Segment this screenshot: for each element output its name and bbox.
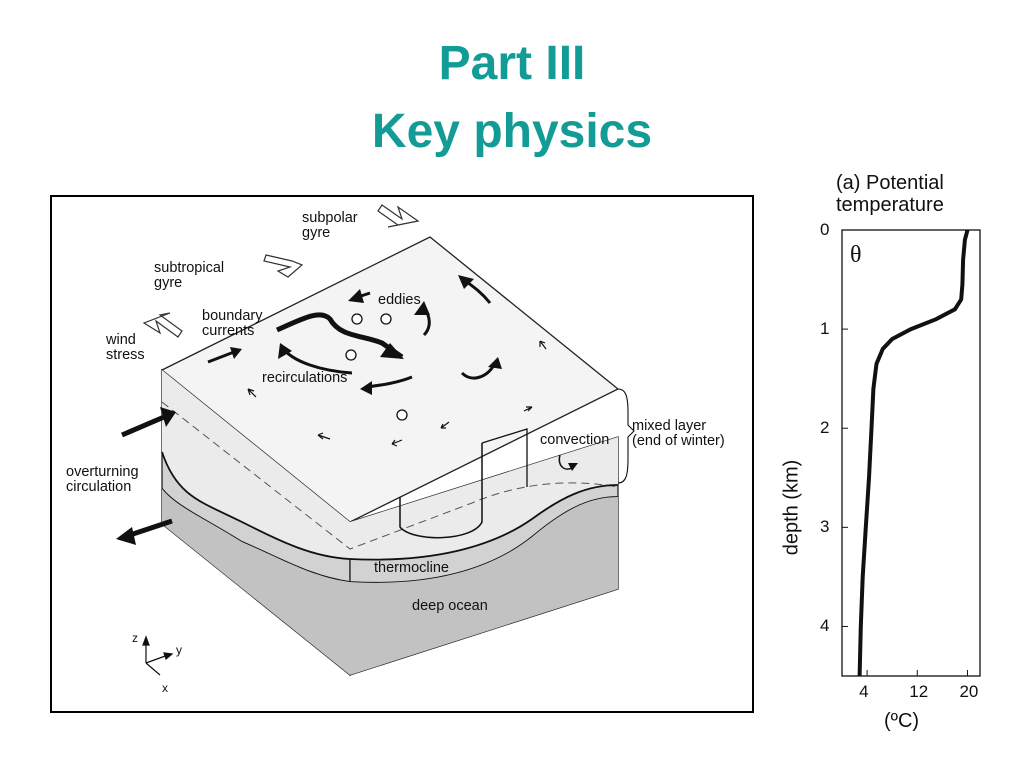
recirculation-arrow-2-head: [360, 381, 372, 395]
label-axis-x: x: [162, 681, 168, 695]
label-mixed-layer: mixed layer (end of winter): [632, 418, 725, 449]
ocean-schematic-frame: subpolar gyre subtropical gyre wind stre…: [50, 195, 754, 713]
y-tick-label: 4: [820, 616, 830, 636]
mixed-layer-brace: [617, 388, 635, 484]
label-wind-stress: wind stress: [106, 332, 145, 363]
profile-xlabel: (ºC): [884, 710, 920, 732]
eddy-circle-4: [396, 409, 408, 421]
thermocline-upper: [161, 451, 619, 561]
convection-chimney: [399, 443, 483, 539]
label-convection: convection: [540, 432, 610, 448]
y-tick-label: 1: [820, 319, 830, 339]
label-subtropical-gyre: subtropical gyre: [154, 260, 225, 291]
overturning-arrow-in-head: [160, 407, 176, 427]
label-recirculations: recirculations: [262, 370, 348, 386]
recirculation-arrow-4-head: [458, 275, 474, 289]
eddy-circle-3: [345, 349, 357, 361]
convection-arrow-head: [568, 463, 578, 471]
front-upper-layer: [162, 370, 350, 559]
deep-ocean-right: [350, 497, 618, 675]
profile-chart: [841, 229, 981, 677]
recirculation-arrow-1-head: [278, 343, 292, 359]
eddy-arrow-1-head: [348, 289, 364, 303]
profile-ylabel: depth (km): [780, 459, 803, 556]
x-tick-label: 20: [959, 682, 979, 701]
boundary-current-small-head: [230, 347, 242, 359]
mixed-layer-line: [161, 401, 619, 550]
axis-triad: [142, 635, 174, 676]
label-axis-z: z: [132, 631, 138, 645]
eddy-circle-1: [351, 313, 363, 325]
profile-theta-symbol: θ: [850, 242, 862, 268]
wind-stress-arrow-subtropical: [263, 254, 304, 278]
profile-title: (a) Potential temperature: [836, 172, 944, 216]
overturning-arrow-out-head: [116, 527, 136, 545]
boundary-current-arrow: [275, 312, 404, 360]
ocean-schematic-drawing: [116, 204, 635, 677]
label-boundary-currents: boundary currents: [202, 308, 263, 339]
x-tick-label: 12: [909, 682, 929, 701]
label-eddies: eddies: [378, 292, 421, 308]
recirculation-arrow-3: [460, 364, 496, 380]
convection-cut: [481, 428, 528, 487]
y-tick-label: 0: [820, 220, 830, 239]
wind-stress-arrow-west: [142, 312, 183, 338]
deep-ocean-front: [162, 489, 350, 675]
overturning-arrow-out: [129, 518, 173, 538]
slide-title-line-2: Key physics: [371, 105, 653, 158]
profile-series-line: [857, 229, 970, 677]
x-tick-label: 4: [859, 682, 869, 701]
eddy-circle-2: [380, 313, 392, 325]
wind-stress-arrow-subpolar: [377, 204, 420, 228]
label-deep-ocean: deep ocean: [412, 598, 488, 614]
boundary-current-head: [380, 343, 404, 359]
eddy-arrow-2-head: [414, 301, 430, 315]
slide-title-line-1: Part III: [438, 37, 586, 90]
recirculation-arrow-3-head: [488, 357, 502, 369]
y-tick-label: 3: [820, 517, 830, 537]
overturning-arrow-in: [121, 414, 165, 438]
boundary-current-small-arrow: [207, 350, 235, 364]
label-overturning-circulation: overturning circulation: [66, 464, 139, 495]
label-thermocline: thermocline: [374, 560, 449, 576]
label-subpolar-gyre: subpolar gyre: [302, 210, 358, 241]
temperature-profile-panel: (a) Potential temperature θ depth (km) (…: [770, 170, 1024, 768]
y-tick-label: 2: [820, 418, 830, 438]
label-axis-y: y: [176, 643, 182, 657]
small-flow-arrows: [247, 340, 547, 447]
